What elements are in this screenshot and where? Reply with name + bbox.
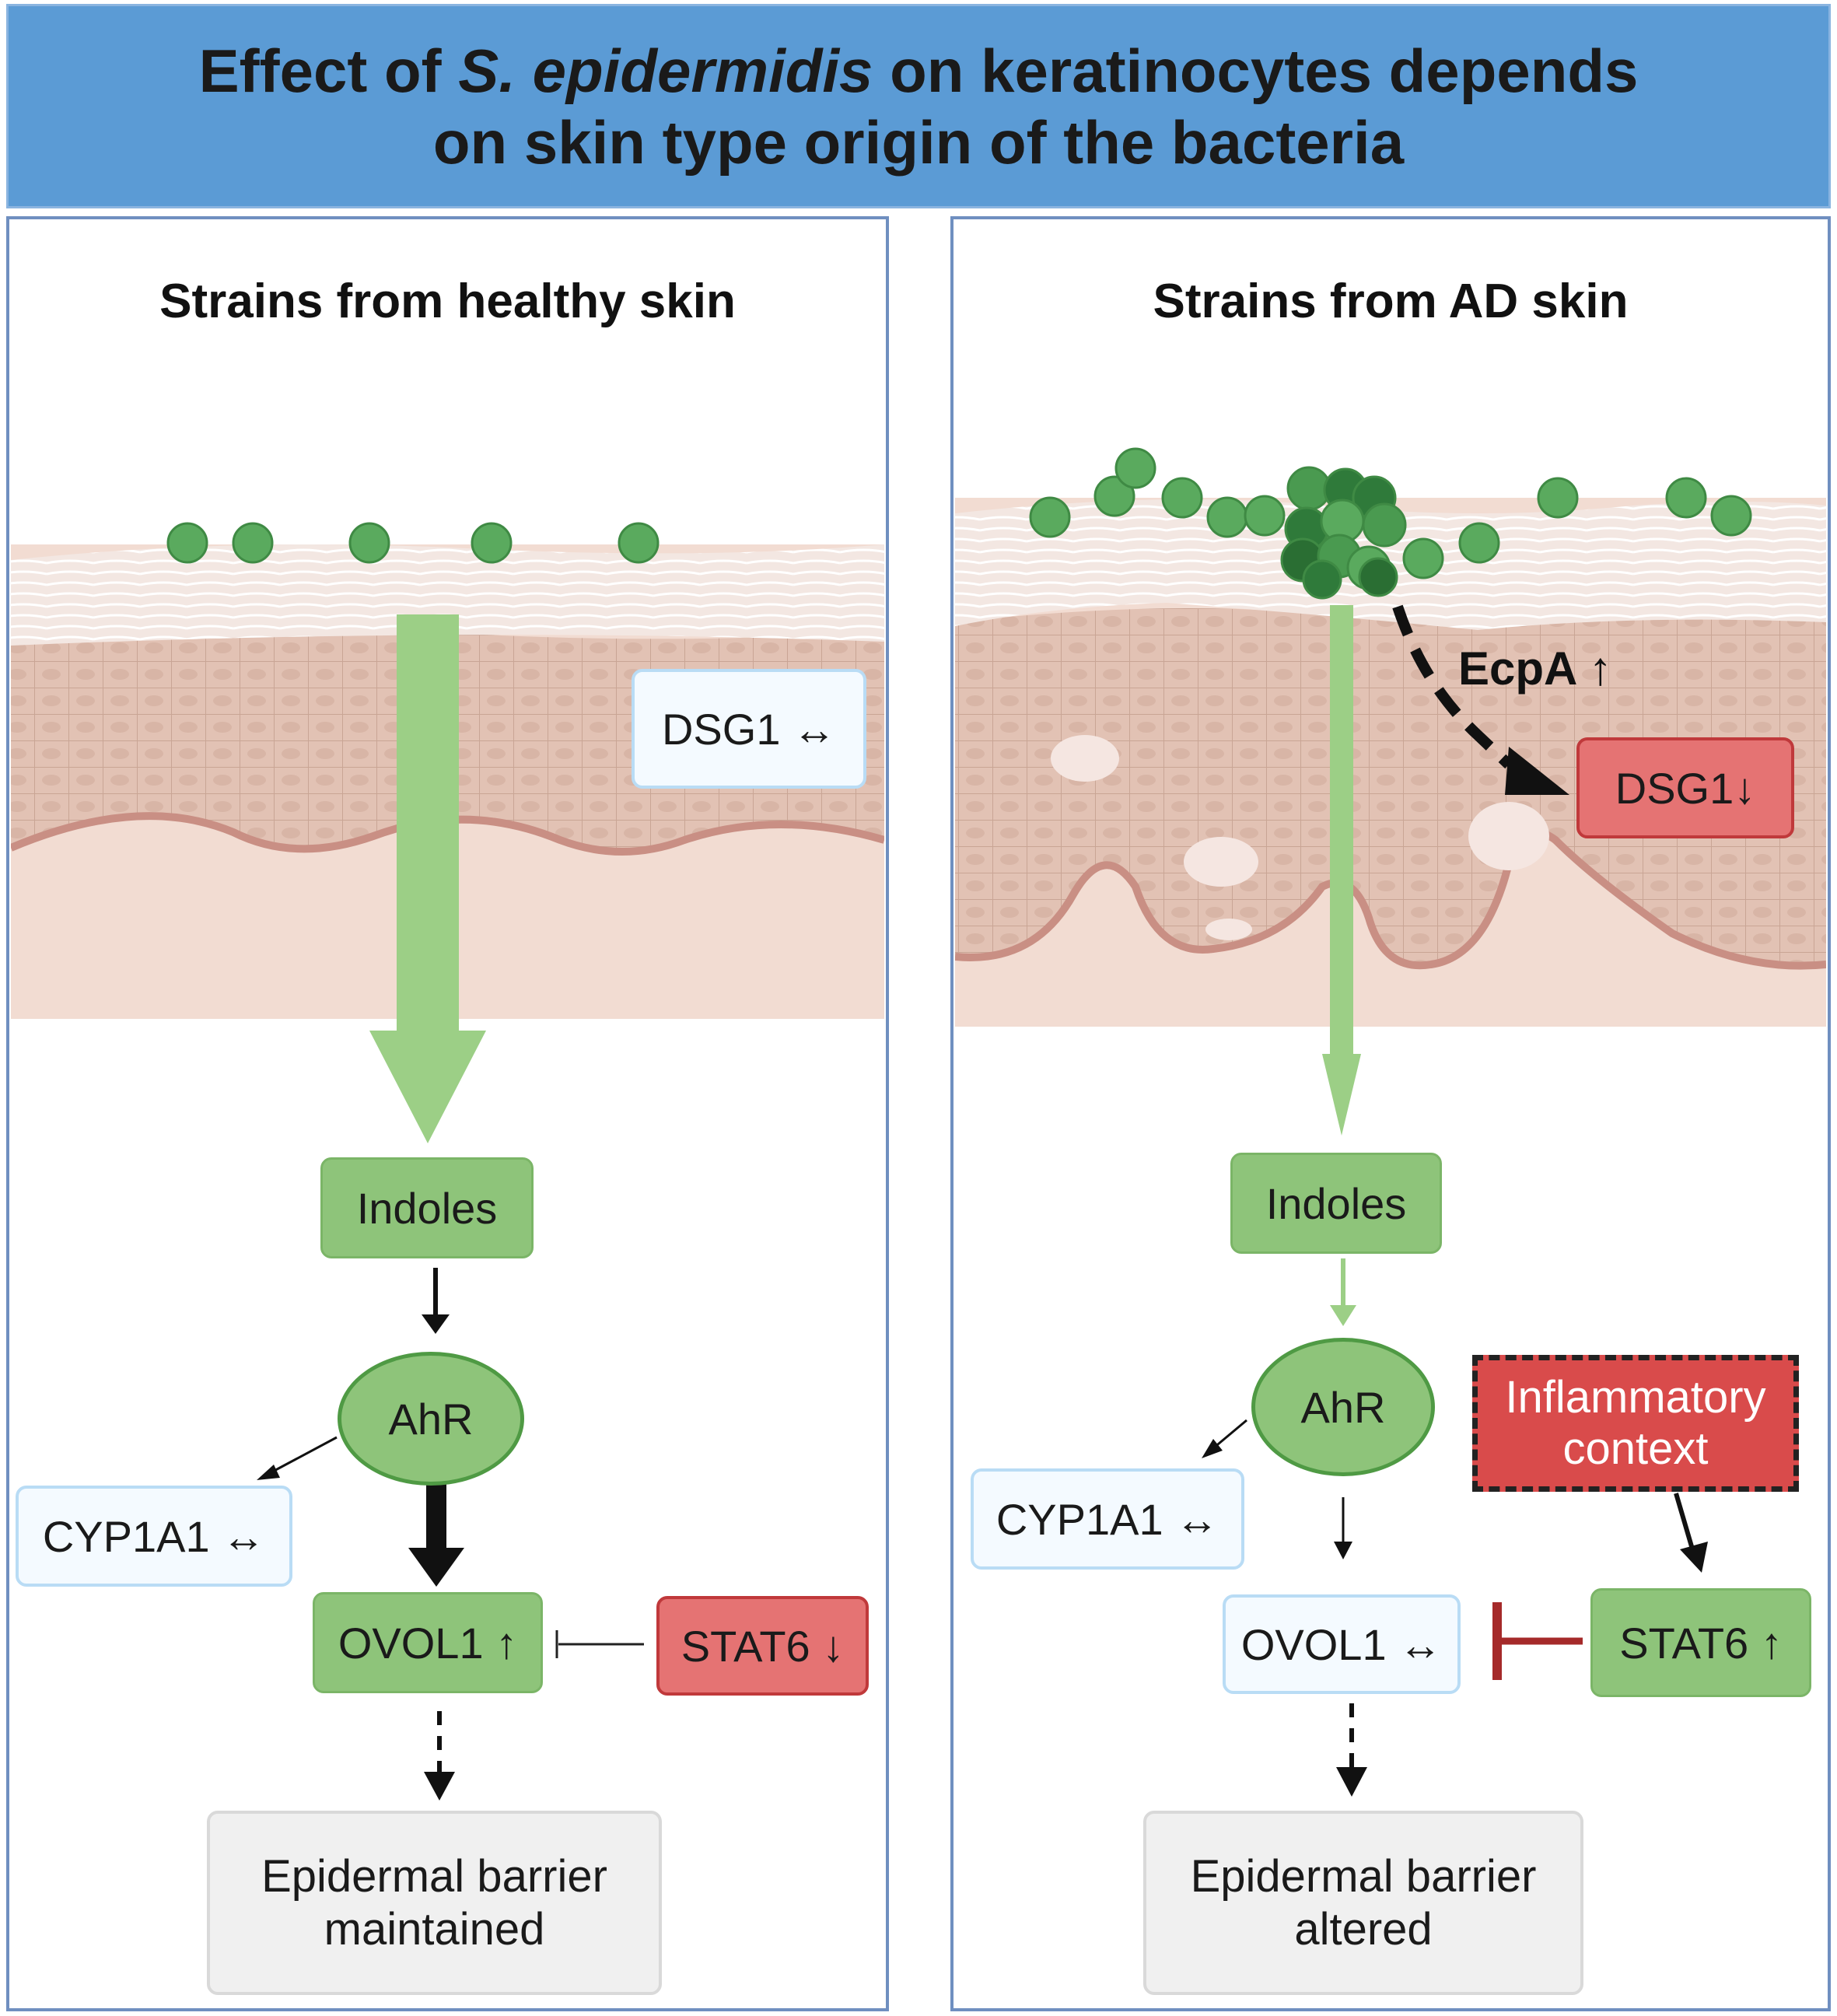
left-ovol1-box: OVOL1 ↑ [313, 1592, 543, 1693]
left-outcome-line-2: maintained [324, 1903, 545, 1955]
title-banner: Effect of S. epidermidis on keratinocyte… [6, 4, 1831, 208]
ahr-to-cyp1a1-arrow [268, 1436, 338, 1475]
left-panel-title: Strains from healthy skin [159, 275, 736, 328]
title-species-name: S. epidermidis [458, 37, 873, 105]
right-outcome-line-2: altered [1294, 1903, 1433, 1955]
left-dsg1-box: DSG1 ↔ [632, 669, 866, 789]
bacterium [1302, 559, 1342, 600]
title-text-end: on keratinocytes depends [873, 37, 1639, 105]
left-indoles-box: Indoles [320, 1157, 534, 1258]
right-ahr-node: AhR [1251, 1338, 1435, 1476]
left-outcome-line-1: Epidermal barrier [261, 1850, 607, 1902]
inflammatory-line-1: Inflammatory [1505, 1372, 1766, 1423]
bacterium [471, 522, 513, 564]
right-outcome-line-1: Epidermal barrier [1190, 1850, 1537, 1902]
ecpa-dashed-arrow [1392, 604, 1513, 769]
right-stat6-box: STAT6 ↑ [1590, 1588, 1811, 1697]
bacterium [1244, 495, 1286, 537]
bacterium [166, 522, 208, 564]
right-outcome-box: Epidermal barrier altered [1143, 1811, 1583, 1995]
left-arrows [257, 614, 644, 1801]
left-stat6-box: STAT6 ↓ [656, 1596, 869, 1696]
right-ahr-to-cyp1a1-arrow [1212, 1419, 1247, 1450]
inflammatory-line-2: context [1562, 1423, 1709, 1474]
right-epidermis [955, 608, 1826, 966]
bacterium [232, 522, 274, 564]
lesion-gap-3 [1205, 919, 1252, 940]
bacterium [1665, 477, 1707, 519]
right-cyp1a1-box: CYP1A1 ↔ [971, 1468, 1244, 1570]
left-outcome-box: Epidermal barrier maintained [207, 1811, 662, 1995]
right-panel-title: Strains from AD skin [1153, 275, 1629, 328]
right-dsg1-box: DSG1↓ [1576, 737, 1794, 838]
right-bacteria-group [1029, 447, 1752, 600]
title-line-1: Effect of S. epidermidis on keratinocyte… [9, 36, 1828, 106]
right-arrows [1202, 604, 1708, 1797]
title-text-start: Effect of [198, 37, 459, 105]
lesion-gap-4 [1468, 802, 1549, 870]
bacterium [1458, 522, 1500, 564]
bacterium [1206, 496, 1248, 538]
left-bacteria-group [166, 522, 660, 564]
right-ovol1-box: OVOL1 ↔ [1223, 1594, 1461, 1694]
bacterium [1161, 477, 1203, 519]
left-panel: Strains from healthy skin [6, 216, 889, 2011]
inflammatory-to-stat6-arrow [1674, 1493, 1695, 1552]
inflammatory-context-box: Inflammatory context [1472, 1355, 1799, 1492]
ecpa-label: EcpA ↑ [1458, 642, 1612, 695]
lesion-gap-2 [1184, 837, 1258, 887]
bacterium [1358, 557, 1398, 597]
title-line-2: on skin type origin of the bacteria [432, 108, 1405, 177]
left-stratum-corneum [11, 544, 884, 646]
bacterium [1093, 475, 1135, 517]
ahr-to-ovol1-arrow [426, 1482, 446, 1552]
bacterium [618, 522, 660, 564]
bacterium [1537, 477, 1579, 519]
bacterium [1402, 537, 1444, 579]
bacterium [1029, 496, 1071, 538]
lesion-gap-1 [1051, 735, 1119, 782]
left-cyp1a1-box: CYP1A1 ↔ [16, 1486, 292, 1587]
right-indoles-box: Indoles [1230, 1153, 1442, 1254]
left-ahr-node: AhR [338, 1352, 524, 1486]
bacterium [348, 522, 390, 564]
right-thin-green-arrow [1330, 605, 1353, 1056]
bacterium [1710, 495, 1752, 537]
bacterium [1114, 447, 1156, 489]
left-big-green-arrow [369, 614, 486, 1143]
bacterium [1362, 502, 1407, 548]
